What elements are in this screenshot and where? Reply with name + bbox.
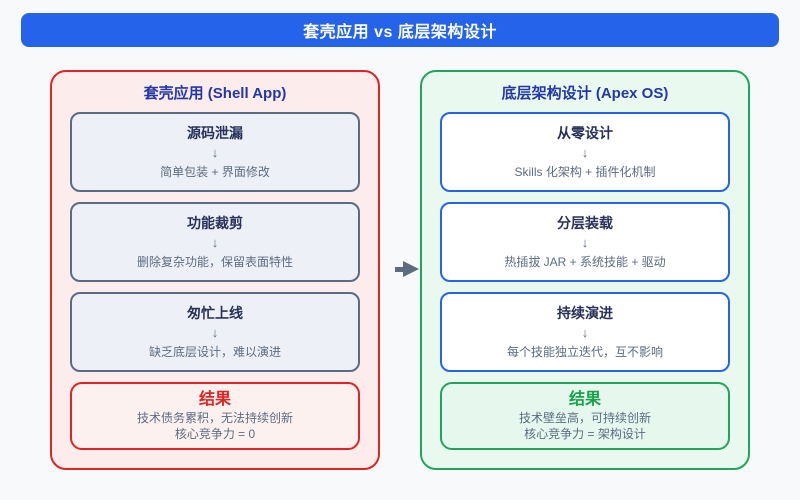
result-line: 技术壁垒高，可持续创新: [518, 411, 651, 425]
step-card-design-from-zero: 从零设计 ↓ Skills 化架构 + 插件化机制: [440, 112, 730, 192]
result-title: 结果: [568, 391, 601, 408]
step-card-layered-loading: 分层装载 ↓ 热插拔 JAR + 系统技能 + 驱动: [440, 202, 730, 282]
result-line: 核心竞争力 = 0: [174, 427, 256, 441]
right-arrow-icon: [395, 261, 420, 277]
down-arrow-icon: ↓: [581, 234, 589, 250]
diagram-title: 套壳应用 vs 底层架构设计: [303, 24, 497, 41]
step-desc: 热插拔 JAR + 系统技能 + 驱动: [504, 254, 666, 269]
panel-shell-app-title: 套壳应用 (Shell App): [143, 84, 287, 102]
step-card-feature-cut: 功能裁剪 ↓ 删除复杂功能，保留表面特性: [70, 202, 360, 282]
down-arrow-icon: ↓: [211, 144, 219, 160]
step-title: 从零设计: [557, 124, 613, 141]
step-title: 源码泄漏: [187, 124, 243, 141]
down-arrow-icon: ↓: [211, 234, 219, 250]
result-card-apex-os: 结果 技术壁垒高，可持续创新 核心竞争力 = 架构设计: [440, 382, 730, 450]
step-title: 分层装载: [557, 214, 613, 231]
down-arrow-icon: ↓: [581, 144, 589, 160]
step-desc: 简单包装 + 界面修改: [160, 164, 270, 179]
panel-shell-app: 套壳应用 (Shell App) 源码泄漏 ↓ 简单包装 + 界面修改 功能裁剪…: [50, 70, 380, 470]
step-card-continuous-evolution: 持续演进 ↓ 每个技能独立迭代，互不影响: [440, 292, 730, 372]
step-title: 持续演进: [557, 304, 613, 321]
step-card-source-leak: 源码泄漏 ↓ 简单包装 + 界面修改: [70, 112, 360, 192]
panel-apex-os-title: 底层架构设计 (Apex OS): [501, 84, 669, 102]
step-desc: 每个技能独立迭代，互不影响: [506, 344, 663, 359]
step-desc: Skills 化架构 + 插件化机制: [514, 164, 656, 179]
diagram-title-bar: 套壳应用 vs 底层架构设计: [21, 13, 779, 47]
step-desc: 缺乏底层设计，难以演进: [148, 344, 281, 359]
down-arrow-icon: ↓: [581, 324, 589, 340]
arrow-head: [403, 261, 419, 277]
result-card-shell-app: 结果 技术债务累积，无法持续创新 核心竞争力 = 0: [70, 382, 360, 450]
result-title: 结果: [198, 391, 231, 408]
step-card-rushed-launch: 匆忙上线 ↓ 缺乏底层设计，难以演进: [70, 292, 360, 372]
result-line: 技术债务累积，无法持续创新: [136, 411, 293, 425]
arrow-stem: [395, 266, 405, 272]
result-line: 核心竞争力 = 架构设计: [524, 427, 646, 441]
panel-apex-os: 底层架构设计 (Apex OS) 从零设计 ↓ Skills 化架构 + 插件化…: [420, 70, 750, 470]
step-title: 匆忙上线: [187, 304, 243, 321]
step-desc: 删除复杂功能，保留表面特性: [136, 254, 293, 269]
step-title: 功能裁剪: [187, 214, 243, 231]
down-arrow-icon: ↓: [211, 324, 219, 340]
